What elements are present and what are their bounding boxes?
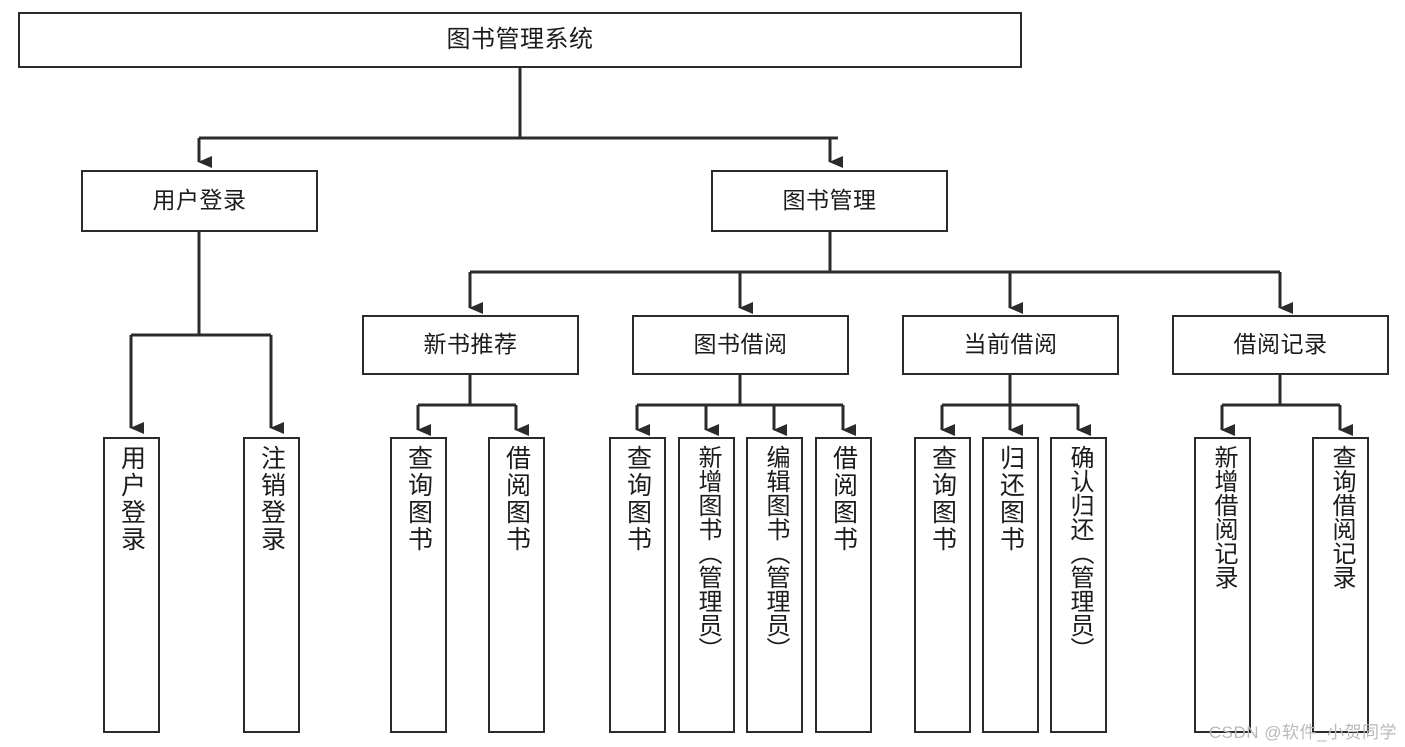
leaf-current-borrow-query[interactable]: 查询图书 (914, 437, 971, 733)
leaf-book-borrow-query[interactable]: 查询图书 (609, 437, 666, 733)
node-label: 新增图书（管理员） (693, 445, 721, 661)
node-label: 编辑图书（管理员） (761, 445, 789, 661)
node-label: 图书管理系统 (446, 25, 594, 53)
leaf-borrow-record-add[interactable]: 新增借阅记录 (1194, 437, 1251, 733)
leaf-new-book-query[interactable]: 查询图书 (390, 437, 447, 733)
node-label: 查询图书 (404, 445, 433, 553)
node-label: 借阅记录 (1233, 331, 1328, 358)
leaf-borrow-record-query[interactable]: 查询借阅记录 (1312, 437, 1369, 733)
node-label: 当前借阅 (963, 331, 1058, 358)
node-book-management[interactable]: 图书管理 (711, 170, 948, 232)
leaf-current-borrow-return[interactable]: 归还图书 (982, 437, 1039, 733)
node-current-borrow[interactable]: 当前借阅 (902, 315, 1119, 375)
node-label: 用户登录 (152, 187, 247, 214)
node-label: 图书管理 (782, 187, 877, 214)
node-label: 查询图书 (623, 445, 652, 553)
node-label: 确认归还（管理员） (1065, 445, 1093, 661)
node-label: 图书借阅 (693, 331, 788, 358)
node-label: 借阅图书 (502, 445, 531, 553)
node-user-login[interactable]: 用户登录 (81, 170, 318, 232)
node-label: 查询图书 (928, 445, 957, 553)
leaf-new-book-borrow[interactable]: 借阅图书 (488, 437, 545, 733)
node-label: 新书推荐 (423, 331, 518, 358)
node-label: 借阅图书 (829, 445, 858, 553)
leaf-book-borrow-borrow[interactable]: 借阅图书 (815, 437, 872, 733)
leaf-book-borrow-edit[interactable]: 编辑图书（管理员） (746, 437, 803, 733)
node-label: 新增借阅记录 (1209, 445, 1237, 589)
node-label: 注销登录 (257, 445, 286, 553)
node-root-system[interactable]: 图书管理系统 (18, 12, 1022, 68)
node-label: 用户登录 (117, 445, 146, 553)
node-label: 查询借阅记录 (1327, 445, 1355, 589)
leaf-current-borrow-confirm-return[interactable]: 确认归还（管理员） (1050, 437, 1107, 733)
csdn-watermark: CSDN @软件_小贺同学 (1208, 723, 1397, 742)
leaf-book-borrow-add[interactable]: 新增图书（管理员） (678, 437, 735, 733)
leaf-user-login-login[interactable]: 用户登录 (103, 437, 160, 733)
leaf-user-login-logout[interactable]: 注销登录 (243, 437, 300, 733)
node-borrow-record[interactable]: 借阅记录 (1172, 315, 1389, 375)
node-label: 归还图书 (996, 445, 1025, 553)
node-new-book-recommend[interactable]: 新书推荐 (362, 315, 579, 375)
node-book-borrow[interactable]: 图书借阅 (632, 315, 849, 375)
